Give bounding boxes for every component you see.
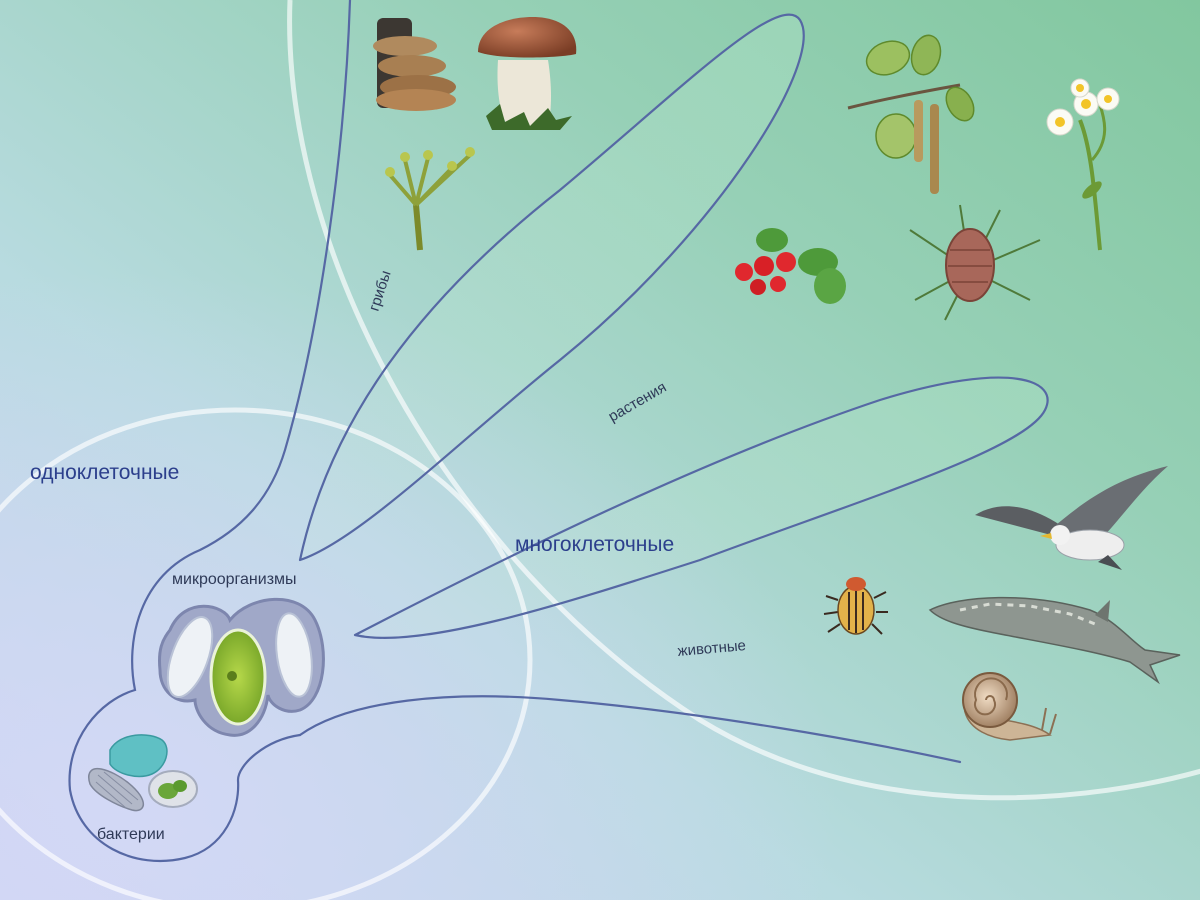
mold-icon: [385, 147, 475, 251]
chamomile-icon: [1046, 78, 1120, 251]
snail-icon: [962, 672, 1057, 741]
porcini-mushroom-icon: [478, 17, 577, 130]
label-unicellular: одноклеточные: [30, 461, 179, 484]
label-bacteria: бактерии: [97, 826, 165, 843]
birch-branch-icon: [847, 34, 975, 194]
tree-outline: [68, 0, 1049, 863]
label-multicellular: многоклеточные: [515, 533, 674, 556]
plants-lobe-fill: [300, 14, 804, 561]
multicellular-boundary: [287, 0, 1200, 801]
seagull-icon: [975, 466, 1168, 570]
label-microorganisms: микроорганизмы: [172, 571, 297, 588]
bracket-fungus-icon: [373, 18, 456, 111]
protozoa-cells-icon: [158, 597, 325, 737]
colorado-beetle-icon: [823, 577, 888, 635]
strawberry-icon: [735, 228, 846, 304]
sturgeon-icon: [928, 596, 1181, 685]
pine-cone-icon: [909, 204, 1041, 321]
label-animals: животные: [677, 637, 747, 660]
bacteria-icon: [87, 734, 198, 812]
unicellular-circle: [0, 407, 533, 900]
